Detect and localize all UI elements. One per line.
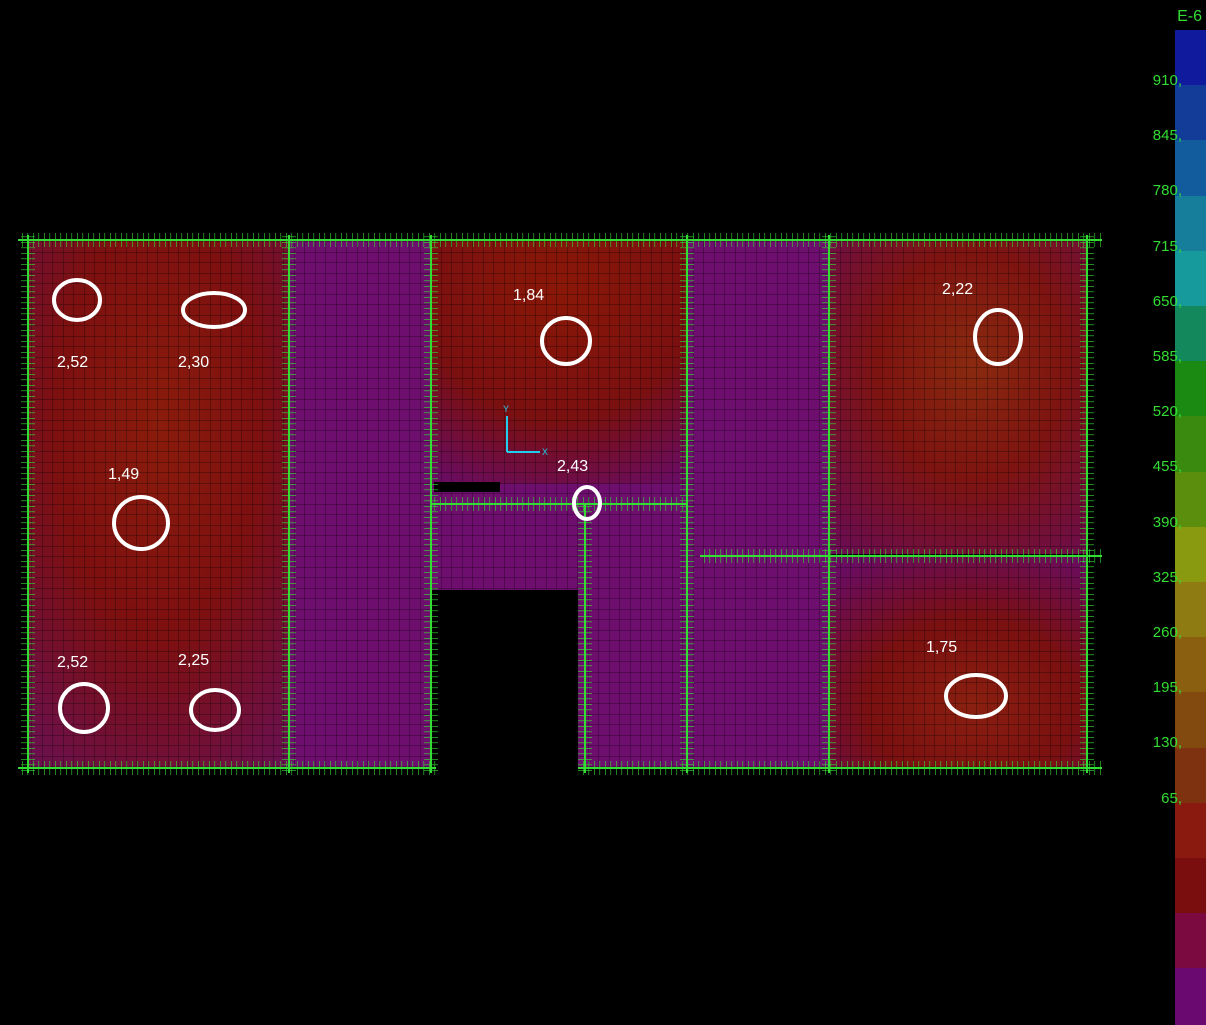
legend-band	[1175, 361, 1206, 418]
axis-y-label: Y	[503, 404, 509, 414]
legend-label: 780,	[1152, 182, 1182, 200]
legend-band	[1175, 582, 1206, 639]
legend-band	[1175, 637, 1206, 694]
legend-label: 845,	[1152, 127, 1182, 145]
annotations: 2,52 2,30 1,49 2,52 2,25 1,84 2,43 2,22 …	[52, 278, 1023, 734]
legend-label: 455,	[1152, 458, 1182, 476]
legend-band	[1175, 85, 1206, 142]
legend-band	[1175, 747, 1206, 804]
annotation-value: 2,52	[57, 654, 88, 671]
legend-band	[1175, 858, 1206, 915]
marker-circle[interactable]	[973, 308, 1023, 366]
beam-lines	[18, 233, 1102, 775]
legend-label: 325,	[1152, 568, 1182, 586]
marker-circle[interactable]	[189, 688, 241, 732]
color-legend: E-6 910, 845, 780, 715, 650, 585, 520, 455, 390,…	[1112, 0, 1206, 1025]
legend-band	[1175, 416, 1206, 473]
marker-circle[interactable]	[944, 673, 1008, 719]
marker-circle[interactable]	[540, 316, 592, 366]
legend-band	[1175, 913, 1206, 970]
marker-circle[interactable]	[52, 278, 102, 322]
legend-band	[1175, 526, 1206, 583]
legend-band	[1175, 968, 1206, 1025]
legend-label: 195,	[1152, 679, 1182, 697]
legend-band	[1175, 306, 1206, 363]
marker-circle[interactable]	[181, 291, 247, 329]
legend-label: 650,	[1152, 292, 1182, 310]
legend-band	[1175, 140, 1206, 197]
legend-label: 520,	[1152, 403, 1182, 421]
legend-label: 260,	[1152, 624, 1182, 641]
legend-label: 585,	[1152, 348, 1182, 365]
legend-band	[1175, 692, 1206, 749]
contour-plot[interactable]: Y X 2,52 2,30 1,49 2,52 2,25 1,84 2,43 2…	[0, 0, 1206, 847]
legend-band	[1175, 250, 1206, 307]
legend-exponent: E-6	[1177, 8, 1202, 25]
annotation-value: 2,52	[57, 354, 88, 371]
legend-band	[1175, 195, 1206, 252]
annotation-value: 1,84	[513, 287, 544, 304]
legend-band	[1175, 30, 1206, 87]
axis-x-label: X	[542, 447, 548, 457]
legend-label: 715,	[1152, 237, 1182, 255]
annotation-value: 2,30	[178, 354, 209, 371]
annotation-value: 2,22	[942, 281, 973, 298]
opening-mask	[434, 592, 576, 772]
marker-circle[interactable]	[58, 682, 110, 734]
legend-label: 910,	[1152, 72, 1182, 89]
annotation-value: 1,75	[926, 639, 957, 656]
legend-label: 390,	[1152, 513, 1182, 531]
marker-circle[interactable]	[572, 485, 602, 521]
marker-circle[interactable]	[112, 495, 170, 551]
legend-label: 65,	[1161, 789, 1182, 807]
axis-triad: Y X	[503, 404, 548, 457]
legend-band	[1175, 802, 1206, 859]
annotation-value: 2,25	[178, 652, 209, 669]
annotation-value: 2,43	[557, 458, 588, 475]
legend-label: 130,	[1152, 734, 1182, 752]
legend-band	[1175, 471, 1206, 528]
annotation-value: 1,49	[108, 466, 139, 483]
